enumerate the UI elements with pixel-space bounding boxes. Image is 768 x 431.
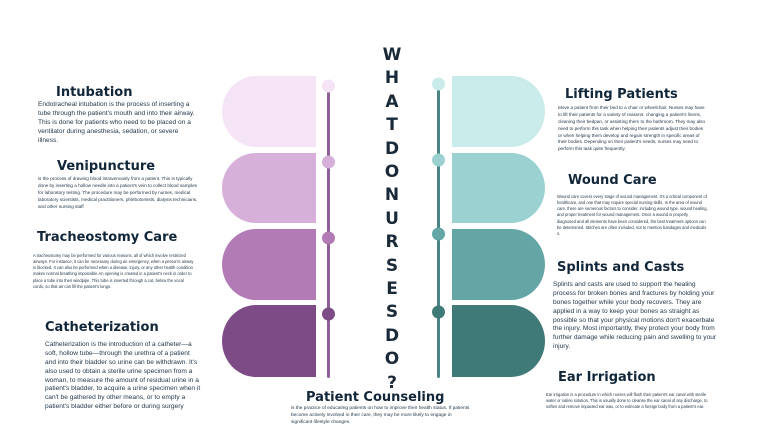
left-node [322,79,335,93]
heading-ear-irrigation: Ear Irrigation [558,370,656,385]
left-node [322,155,335,169]
text-wound-care: Wound care covers every stage of wound m… [557,194,708,236]
heading-intubation: Intubation [56,85,133,100]
title-letter: N [384,185,400,206]
text-lifting-patients: Move a patient from their bed to a chair… [558,105,705,152]
heading-lifting-patients: Lifting Patients [565,87,678,102]
right-petal [452,229,545,300]
text-tracheostomy: A tracheostomy may be performed for vari… [33,253,194,289]
right-petal [452,153,545,223]
title-letter: O [384,162,400,183]
right-node [432,153,445,167]
left-petal [222,305,316,377]
title-letter: O [384,349,400,370]
title-letter: S [385,302,399,323]
heading-venipuncture: Venipuncture [57,159,156,174]
title-letter: W [382,45,402,65]
title-letter: U [385,208,399,229]
right-petal [452,305,545,377]
left-petal [222,229,316,300]
text-intubation: Endotracheal intubation is the process o… [38,101,195,144]
title-letter: S [385,255,399,276]
title-letter: D [384,138,400,159]
left-petal [222,76,316,147]
title-letter: R [385,232,399,253]
right-petal [452,76,545,147]
title-letter: D [384,325,400,346]
heading-splints-casts: Splints and Casts [557,260,685,275]
right-node [432,305,445,319]
heading-wound-care: Wound Care [568,173,657,188]
title-letter: A [385,91,399,112]
left-node [322,231,335,245]
right-node [432,227,445,241]
title-letter: ? [387,372,397,393]
right-node [432,77,445,91]
text-splints-casts: Splints and casts are used to support th… [553,281,717,351]
heading-patient-counseling: Patient Counseling [306,390,445,405]
title-letter: E [386,279,398,300]
text-catheterization: Catheterization is the introduction of a… [45,341,201,411]
left-petal [222,153,316,223]
title-letter: H [384,68,400,89]
left-node [322,307,335,321]
heading-catheterization: Catheterization [45,320,159,335]
title-letter: T [386,115,398,136]
heading-tracheostomy: Tracheostomy Care [37,230,178,245]
text-venipuncture: is the process of drawing blood intraven… [38,176,198,209]
text-patient-counseling: is the practice of educating patients on… [291,406,470,426]
text-ear-irrigation: Ear irrigation is a procedure in which n… [546,392,708,410]
